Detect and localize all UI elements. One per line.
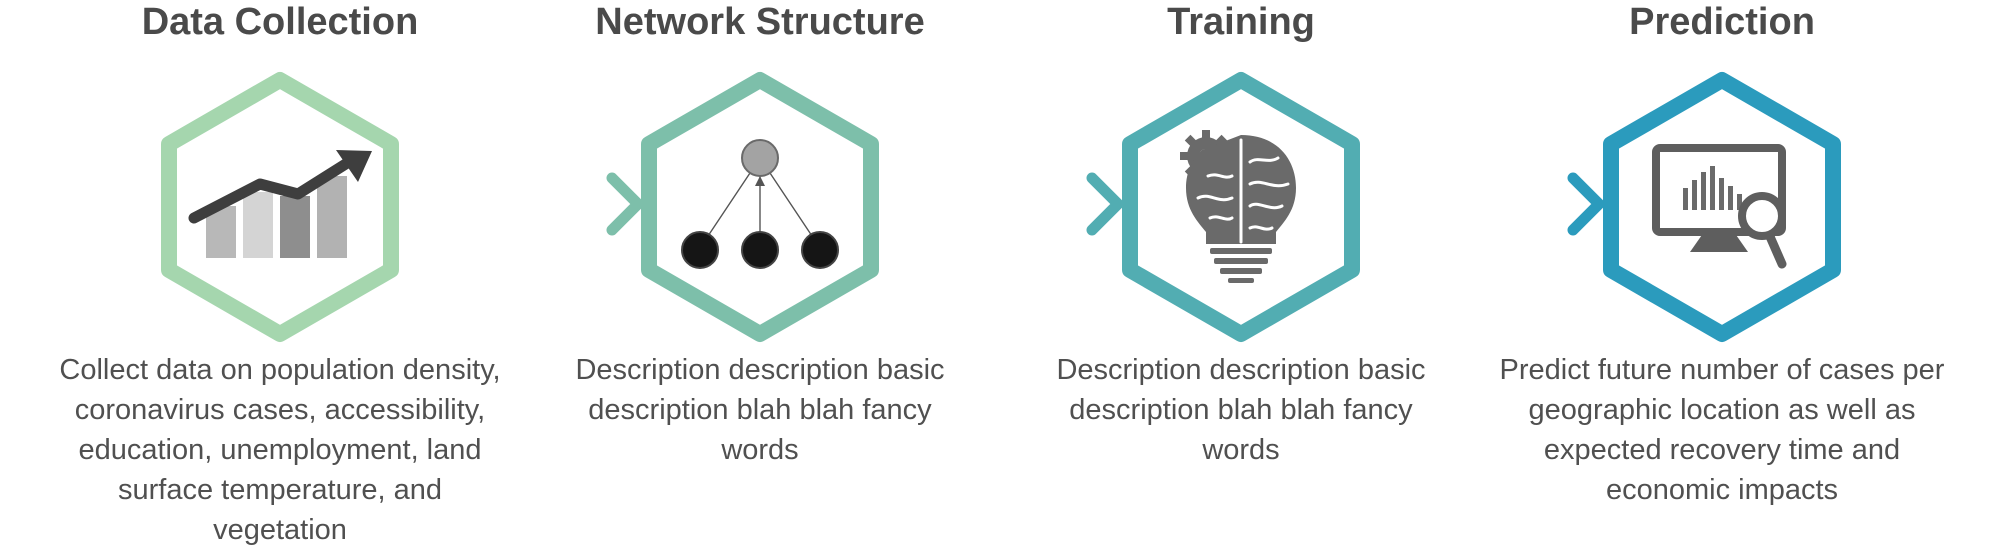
connector-arrow-3: [1355, 172, 1605, 236]
step-title-training: Training: [1167, 1, 1315, 43]
bar-chart-trend-icon: [188, 150, 372, 258]
step-description-data-collection: Collect data on population density, coro…: [59, 354, 501, 546]
connector-arrow-2: [874, 172, 1124, 236]
step-description-prediction: Predict future number of cases per geogr…: [1499, 354, 1945, 506]
step-description-network-structure: Description description basic descriptio…: [575, 354, 945, 466]
network-tree-icon: [681, 139, 839, 269]
step-title-data-collection: Data Collection: [141, 1, 419, 43]
step-title-network-structure: Network Structure: [595, 1, 925, 43]
step-description-training: Description description basic descriptio…: [1056, 354, 1426, 466]
connector-arrow-1: [394, 172, 644, 236]
step-title-prediction: Prediction: [1629, 1, 1815, 43]
monitor-analytics-icon: [1652, 144, 1787, 269]
brain-lightbulb-icon: [1180, 130, 1296, 283]
